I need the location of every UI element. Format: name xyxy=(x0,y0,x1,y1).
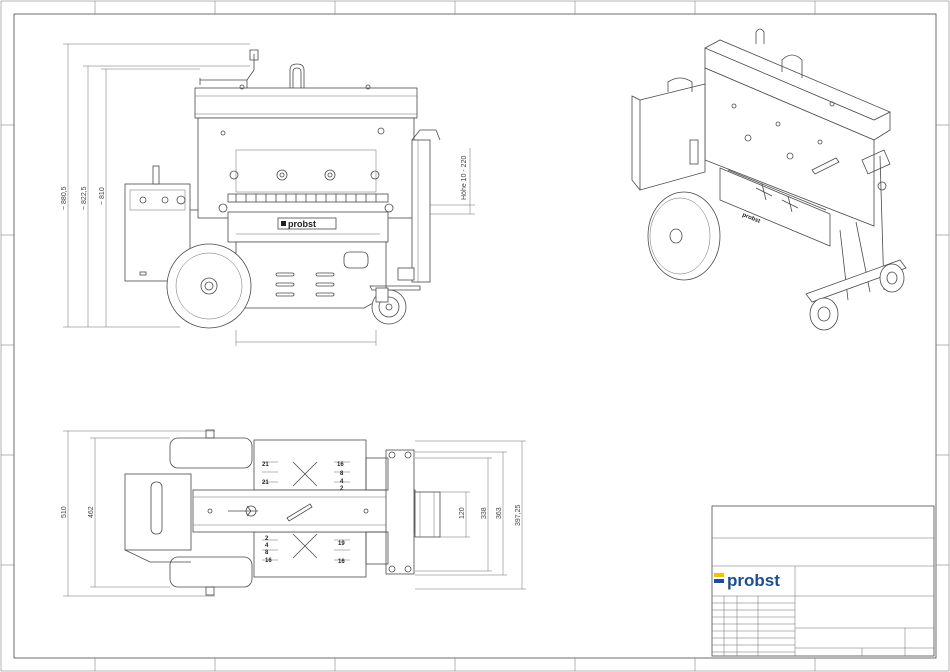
wheel-top-lower xyxy=(170,557,252,587)
iso-crank xyxy=(756,29,764,44)
iso-control-box xyxy=(640,84,705,190)
main-body xyxy=(198,118,414,218)
revision-grid xyxy=(712,596,795,656)
iso-lifting-eye xyxy=(782,55,802,78)
large-wheel xyxy=(167,244,251,328)
lower-clamp-plate xyxy=(254,532,366,577)
scale-mark-bottom-4: 16 xyxy=(265,558,272,564)
scale-mark-top-1: 21 xyxy=(262,462,269,468)
upper-clamp-plate xyxy=(254,440,366,490)
dim-height-2: ~ 822,5 xyxy=(81,186,88,210)
dim-width-4: 397,25 xyxy=(515,504,522,526)
wheel-top-upper xyxy=(170,438,252,468)
central-beam xyxy=(193,490,415,532)
logo-mark xyxy=(281,221,286,226)
brand-logo-text: probst xyxy=(727,571,780,590)
top-housing xyxy=(195,88,417,118)
dim-working-height: Höhe 10 - 220 xyxy=(461,156,468,200)
iso-castor-right xyxy=(880,264,904,292)
isometric-view: probst xyxy=(632,29,906,330)
dim-depth: 510 xyxy=(61,506,68,518)
front-logo-text: probst xyxy=(288,219,316,229)
scale-mark-top-2: 21 xyxy=(262,480,269,486)
dim-overall-height: ~ 880,5 xyxy=(61,186,68,210)
iso-large-wheel xyxy=(648,192,720,280)
dim-depth-inner: 462 xyxy=(88,506,95,518)
scale-mark-bottom-6: 16 xyxy=(338,559,345,565)
control-box-top xyxy=(125,474,191,550)
front-view: ~ 880,5 ~ 822,5 ~ 810 Höhe 10 - 220 xyxy=(61,44,475,346)
top-view: 510 462 120 338 363 397,25 21 21 16 8 xyxy=(61,430,526,596)
dim-width-3: 363 xyxy=(496,507,503,519)
dim-width-2: 338 xyxy=(481,507,488,519)
title-block: probst xyxy=(712,506,934,656)
dim-width-1: 120 xyxy=(459,507,466,519)
scale-mark-top-3: 16 xyxy=(337,462,344,468)
iso-castor-left xyxy=(810,298,838,330)
front-clamp-jaw xyxy=(415,492,440,537)
brand-logo-bar-blue xyxy=(714,579,724,583)
right-column xyxy=(412,140,430,282)
right-clamp-frame xyxy=(386,450,414,574)
brand-logo-bar-yellow xyxy=(714,573,724,577)
lifting-eye xyxy=(290,64,304,88)
scale-mark-bottom-5: 19 xyxy=(338,541,345,547)
dim-height-3: ~ 810 xyxy=(99,187,106,205)
